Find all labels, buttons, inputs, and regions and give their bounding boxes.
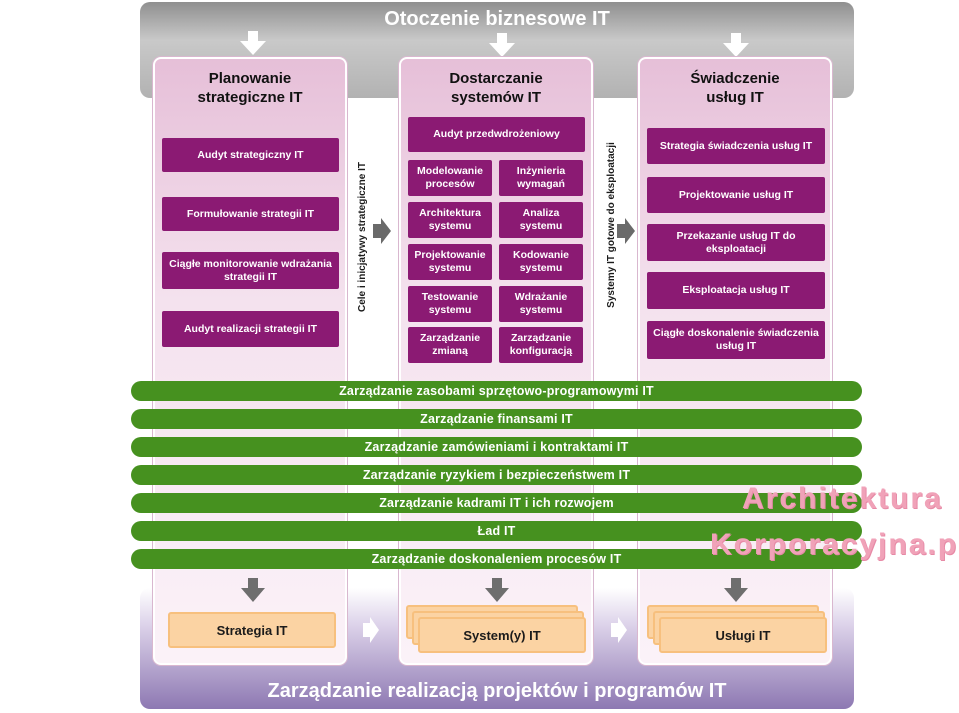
delivery-left-item: Testowanie systemu xyxy=(408,286,492,322)
planning-item: Audyt strategiczny IT xyxy=(162,138,339,172)
delivery-right-item: Zarządzanie konfiguracją xyxy=(499,327,583,363)
right-arrow-icon xyxy=(363,617,379,643)
management-bar: Ład IT xyxy=(131,521,862,541)
output-services: Usługi IT xyxy=(659,617,827,653)
planning-item: Ciągłe monitorowanie wdrażania strategii… xyxy=(162,252,339,289)
planning-item: Formułowanie strategii IT xyxy=(162,197,339,231)
delivery-right-item: Inżynieria wymagań xyxy=(499,160,583,196)
delivery-left-item: Modelowanie procesów xyxy=(408,160,492,196)
delivery-top-item: Audyt przedwdrożeniowy xyxy=(408,117,585,152)
watermark-line2: Korporacyjna.pl xyxy=(710,528,959,561)
management-bar: Zarządzanie ryzykiem i bezpieczeństwem I… xyxy=(131,465,862,485)
delivery-right-item: Analiza systemu xyxy=(499,202,583,238)
services-item: Strategia świadczenia usług IT xyxy=(647,128,825,164)
delivery-left-item: Zarządzanie zmianą xyxy=(408,327,492,363)
down-arrow-icon xyxy=(240,31,266,55)
output-systems: System(y) IT xyxy=(418,617,586,653)
delivery-right-item: Wdrażanie systemu xyxy=(499,286,583,322)
management-bar: Zarządzanie doskonaleniem procesów IT xyxy=(131,549,862,569)
management-bar: Zarządzanie kadrami IT i ich rozwojem xyxy=(131,493,862,513)
down-arrow-icon xyxy=(489,33,515,57)
management-bar: Zarządzanie zasobami sprzętowo-programow… xyxy=(131,381,862,401)
business-environment-title: Otoczenie biznesowe IT xyxy=(384,8,610,30)
services-item: Projektowanie usług IT xyxy=(647,177,825,213)
down-arrow-icon xyxy=(241,578,265,602)
down-arrow-icon xyxy=(724,578,748,602)
down-arrow-icon xyxy=(723,33,749,57)
services-item: Ciągłe doskonalenie świadczenia usług IT xyxy=(647,321,825,359)
right-arrow-icon xyxy=(617,218,635,244)
services-item: Eksploatacja usług IT xyxy=(647,272,825,309)
delivery-left-item: Architektura systemu xyxy=(408,202,492,238)
down-arrow-icon xyxy=(485,578,509,602)
right-arrow-icon xyxy=(611,617,627,643)
delivery-left-item: Projektowanie systemu xyxy=(408,244,492,280)
strategy-goals-label: Cele i inicjatywy strategiczne IT xyxy=(357,161,368,313)
output-strategy: Strategia IT xyxy=(168,612,336,648)
planning-item: Audyt realizacji strategii IT xyxy=(162,311,339,347)
management-bar: Zarządzanie zamówieniami i kontraktami I… xyxy=(131,437,862,457)
delivery-right-item: Kodowanie systemu xyxy=(499,244,583,280)
watermark-line1: Architektura xyxy=(742,482,943,515)
management-bar: Zarządzanie finansami IT xyxy=(131,409,862,429)
project-management-title: Zarządzanie realizacją projektów i progr… xyxy=(267,680,727,702)
services-item: Przekazanie usług IT do eksploatacji xyxy=(647,224,825,261)
right-arrow-icon xyxy=(373,218,391,244)
